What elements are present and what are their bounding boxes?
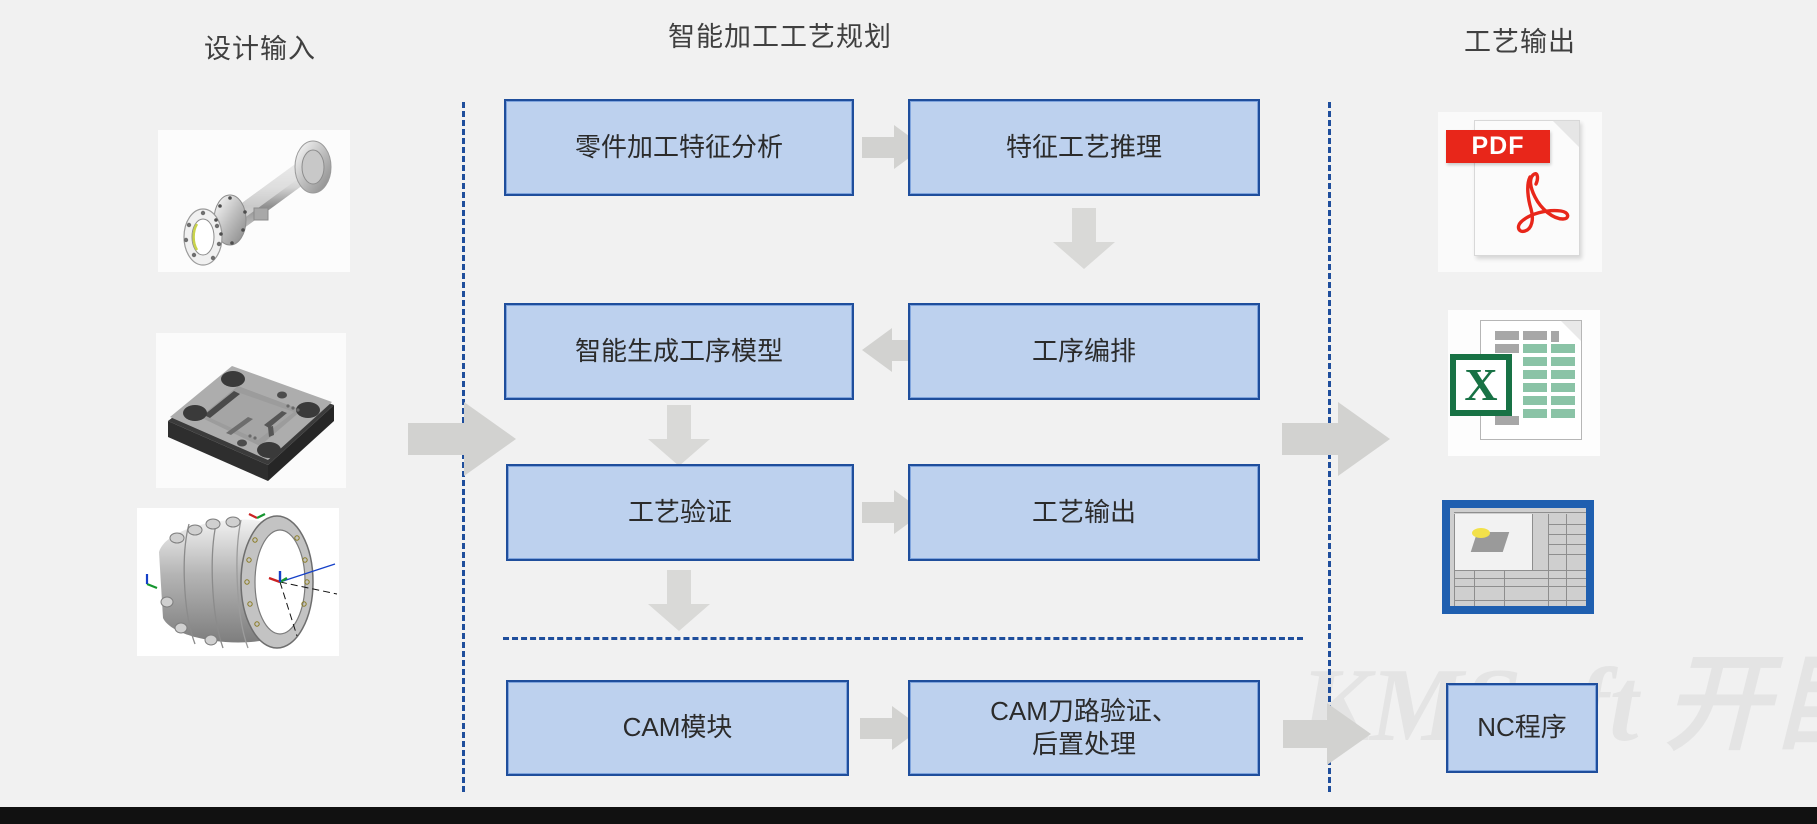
arrow-output-to-cam (648, 570, 710, 632)
process-box-cam-module[interactable]: CAM模块 (506, 680, 849, 776)
input-thumbnail-cad-mold-plate (156, 333, 346, 488)
excel-badge: X (1450, 354, 1512, 416)
arrow-planning-to-output (1282, 402, 1390, 476)
arrow-input-to-planning (408, 402, 516, 476)
process-box-nc-program[interactable]: NC程序 (1446, 683, 1598, 773)
pdf-label-band: PDF (1446, 130, 1550, 163)
bottom-bar (0, 807, 1817, 824)
process-box-feature-process-reasoning[interactable]: 特征工艺推理 (908, 99, 1260, 196)
process-box-process-output[interactable]: 工艺输出 (908, 464, 1260, 561)
input-thumbnail-cad-engine-casing (137, 508, 339, 656)
excel-x-glyph: X (1464, 359, 1498, 410)
process-box-part-feature-analysis[interactable]: 零件加工特征分析 (504, 99, 854, 196)
process-box-cam-toolpath-verification[interactable]: CAM刀路验证、 后置处理 (908, 680, 1260, 776)
arrow-toolpath-to-nc (1283, 703, 1373, 765)
input-thumbnail-cad-shaft-housing (158, 130, 350, 272)
excel-page-shape (1480, 320, 1582, 440)
drawing-frame (1442, 500, 1594, 614)
arrow-reasoning-to-sequencing (1053, 208, 1115, 270)
pdf-fold-corner (1553, 121, 1579, 147)
process-box-intelligent-operation-model[interactable]: 智能生成工序模型 (504, 303, 854, 400)
drawing-sheet (1450, 508, 1586, 606)
process-box-process-verification[interactable]: 工艺验证 (506, 464, 854, 561)
output-icon-pdf-document: PDF (1438, 112, 1602, 272)
dashed-divider-cam (503, 637, 1303, 640)
column-title-design-input: 设计输入 (204, 34, 316, 64)
column-title-process-planning: 智能加工工艺规划 (668, 22, 892, 52)
excel-fold-corner (1561, 321, 1581, 341)
output-icon-excel-spreadsheet: X (1448, 310, 1600, 456)
arrow-model-to-verification (648, 405, 710, 467)
output-icon-process-drawing (1442, 500, 1594, 614)
process-box-operation-sequencing[interactable]: 工序编排 (908, 303, 1260, 400)
column-title-process-output: 工艺输出 (1464, 27, 1576, 57)
